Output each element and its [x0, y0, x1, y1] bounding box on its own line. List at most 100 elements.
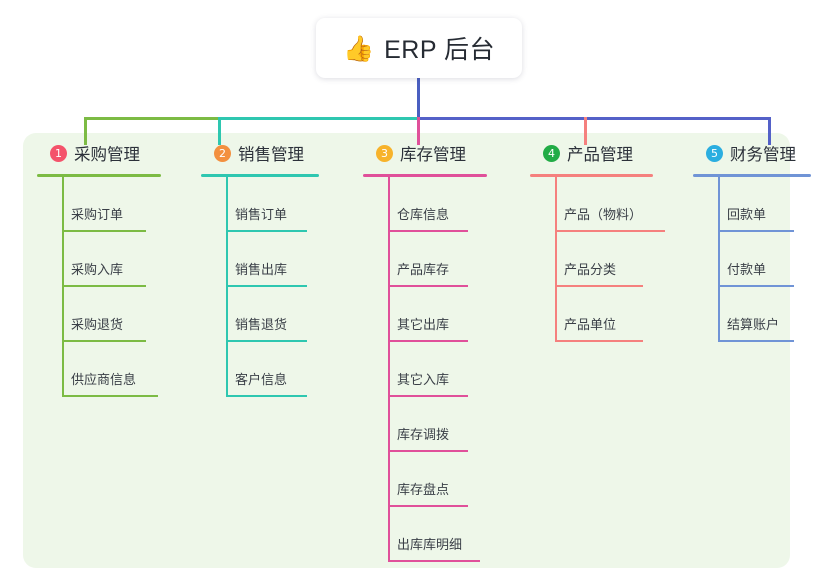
branch-item[interactable]: 仓库信息 — [363, 177, 528, 232]
branch-item-label: 产品库存 — [397, 262, 450, 277]
connector-segment-2 — [220, 116, 419, 120]
branch-spine — [62, 177, 64, 397]
branch-item-rule — [62, 285, 146, 287]
branch-item-label: 采购入库 — [71, 262, 124, 277]
branch-item[interactable]: 产品分类 — [530, 232, 695, 287]
thumbs-up-icon: 👍 — [342, 33, 375, 63]
branch-item[interactable]: 出库库明细 — [363, 507, 528, 562]
branch-item-rule — [62, 340, 146, 342]
branch-spine — [388, 177, 390, 562]
branch-header-产品管理[interactable]: 4 产品管理 — [530, 133, 695, 173]
branch-column-库存管理: 3 库存管理仓库信息产品库存其它出库其它入库库存调拨库存盘点出库库明细 — [363, 133, 528, 562]
branch-item-rule — [388, 285, 468, 287]
branch-column-财务管理: 5 财务管理回款单付款单结算账户 — [693, 133, 839, 342]
branch-header-财务管理[interactable]: 5 财务管理 — [693, 133, 839, 173]
branch-item[interactable]: 付款单 — [693, 232, 839, 287]
branch-item-rule — [388, 560, 480, 562]
branch-item[interactable]: 采购退货 — [37, 287, 197, 342]
branch-item-rule — [718, 285, 794, 287]
branch-panel — [23, 133, 790, 568]
branch-item-rule — [555, 285, 643, 287]
branch-item-rule — [226, 230, 307, 232]
connector-drop-1 — [83, 116, 87, 145]
branch-item-label: 客户信息 — [235, 372, 288, 387]
branch-item[interactable]: 采购订单 — [37, 177, 197, 232]
branch-item[interactable]: 其它出库 — [363, 287, 528, 342]
connector-segment-3 — [419, 116, 771, 120]
branch-item-rule — [388, 230, 468, 232]
branch-item[interactable]: 客户信息 — [201, 342, 361, 397]
branch-item[interactable]: 销售退货 — [201, 287, 361, 342]
branch-item[interactable]: 库存盘点 — [363, 452, 528, 507]
branch-item-label: 仓库信息 — [397, 207, 450, 222]
branch-title: 产品管理 — [567, 146, 633, 164]
branch-item-label: 供应商信息 — [71, 372, 137, 387]
branch-number-badge: 4 — [543, 144, 560, 162]
branch-item-list: 仓库信息产品库存其它出库其它入库库存调拨库存盘点出库库明细 — [363, 177, 528, 562]
branch-item[interactable]: 销售订单 — [201, 177, 361, 232]
branch-item-rule — [388, 505, 468, 507]
branch-item-list: 回款单付款单结算账户 — [693, 177, 839, 342]
branch-item[interactable]: 销售出库 — [201, 232, 361, 287]
branch-item-rule — [388, 395, 468, 397]
branch-item-rule — [226, 340, 307, 342]
branch-item-list: 采购订单采购入库采购退货供应商信息 — [37, 177, 197, 397]
branch-item-label: 出库库明细 — [397, 537, 463, 552]
branch-item[interactable]: 回款单 — [693, 177, 839, 232]
branch-item-label: 销售出库 — [235, 262, 288, 277]
branch-item-label: 产品单位 — [564, 317, 617, 332]
connector-drop-5 — [767, 116, 771, 145]
branch-item[interactable]: 产品库存 — [363, 232, 528, 287]
branch-title: 财务管理 — [730, 146, 796, 164]
root-title: ERP 后台 — [384, 36, 496, 64]
connector-drop-3 — [416, 116, 420, 145]
root-node[interactable]: 👍 ERP 后台 — [316, 18, 522, 78]
branch-header-rule — [201, 174, 319, 177]
branch-title: 库存管理 — [400, 146, 466, 164]
branch-item-label: 采购退货 — [71, 317, 124, 332]
branch-item-rule — [388, 450, 468, 452]
branch-column-产品管理: 4 产品管理产品（物料） 产品分类产品单位 — [530, 133, 695, 342]
branch-item-label: 采购订单 — [71, 207, 124, 222]
branch-header-rule — [363, 174, 487, 177]
branch-item-label: 销售订单 — [235, 207, 288, 222]
branch-item-rule — [555, 230, 665, 232]
branch-item-rule — [62, 230, 146, 232]
branch-item[interactable]: 产品（物料） — [530, 177, 695, 232]
branch-item-label: 其它入库 — [397, 372, 450, 387]
branch-header-库存管理[interactable]: 3 库存管理 — [363, 133, 528, 173]
branch-item-rule — [226, 395, 307, 397]
branch-number-badge: 5 — [706, 144, 723, 162]
branch-item-list: 销售订单销售出库销售退货客户信息 — [201, 177, 361, 397]
branch-item-label: 销售退货 — [235, 317, 288, 332]
branch-spine — [718, 177, 720, 342]
branch-item-rule — [226, 285, 307, 287]
branch-item[interactable]: 供应商信息 — [37, 342, 197, 397]
branch-header-rule — [693, 174, 811, 177]
connector-drop-2 — [217, 116, 221, 145]
branch-item-label: 库存调拨 — [397, 427, 450, 442]
branch-item[interactable]: 库存调拨 — [363, 397, 528, 452]
branch-title: 采购管理 — [74, 146, 140, 164]
branch-item-label: 产品（物料） — [564, 207, 643, 222]
branch-item[interactable]: 其它入库 — [363, 342, 528, 397]
connector-segment-1 — [85, 116, 220, 120]
branch-item-label: 产品分类 — [564, 262, 617, 277]
branch-item[interactable]: 结算账户 — [693, 287, 839, 342]
connector-drop-4 — [583, 116, 587, 145]
branch-item[interactable]: 采购入库 — [37, 232, 197, 287]
branch-item-list: 产品（物料） 产品分类产品单位 — [530, 177, 695, 342]
branch-header-rule — [530, 174, 653, 177]
branch-spine — [555, 177, 557, 342]
branch-number-badge: 3 — [376, 144, 393, 162]
branch-item[interactable]: 产品单位 — [530, 287, 695, 342]
branch-item-rule — [718, 340, 794, 342]
branch-item-label: 付款单 — [727, 262, 767, 277]
branch-item-rule — [555, 340, 643, 342]
